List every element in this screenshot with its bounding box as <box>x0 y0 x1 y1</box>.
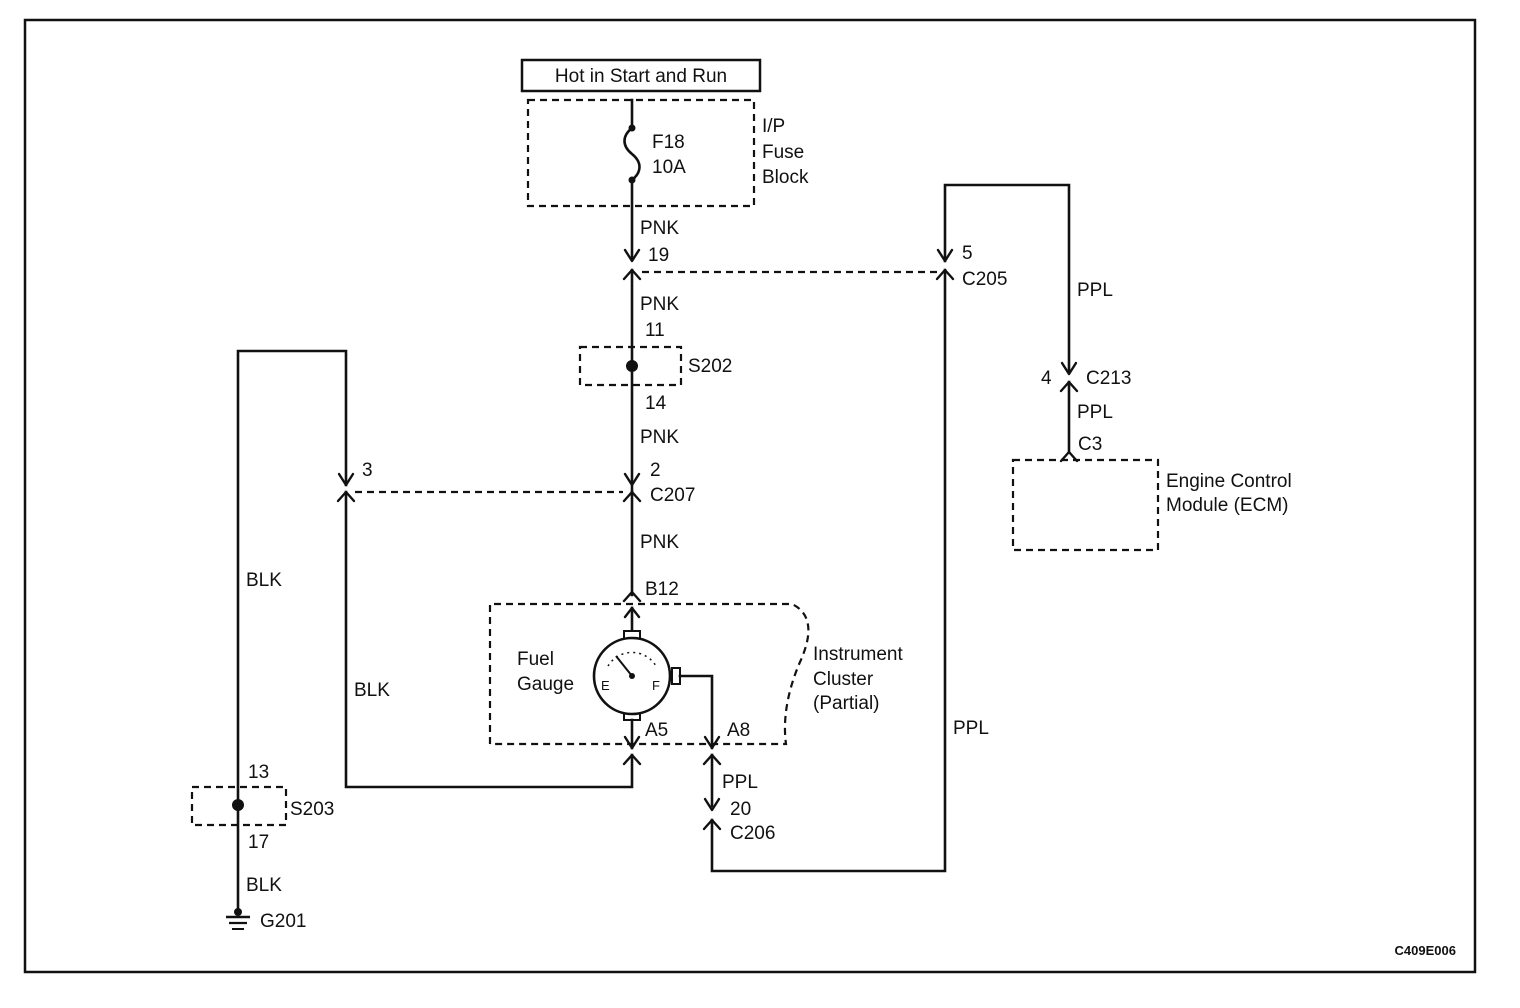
connector-c207-pin-right: 2 <box>650 460 661 481</box>
ground-id: G201 <box>260 911 306 932</box>
fuse-f18: F18 10A <box>623 98 686 184</box>
fuel-gauge: E F <box>592 630 681 721</box>
connector-c3 <box>1059 450 1079 463</box>
fuse-id: F18 <box>652 132 685 153</box>
connector-c206-pin: 20 <box>730 799 751 820</box>
connector-c207-id: C207 <box>650 485 695 506</box>
connector-c213-id: C213 <box>1086 368 1131 389</box>
connector-c207-male-right <box>623 472 641 487</box>
power-source-box <box>520 58 762 93</box>
ecm-outline <box>1011 458 1160 552</box>
fuse-rating: 10A <box>652 157 686 178</box>
wire-color-ppl-2: PPL <box>953 718 989 739</box>
pin-19: 19 <box>648 245 669 266</box>
wire-color-pnk-3: PNK <box>640 427 679 448</box>
wire-color-ppl-1: PPL <box>722 772 758 793</box>
connector-a5-male <box>623 735 641 750</box>
svg-text:Cluster: Cluster <box>813 669 874 690</box>
splice-s202-dot <box>626 360 638 372</box>
splice-s203-pin-top: 13 <box>248 762 269 783</box>
blk-wire-a5-to-c207 <box>344 490 634 789</box>
svg-text:I/P: I/P <box>762 116 785 137</box>
cluster-pin-b12: B12 <box>645 579 679 600</box>
connector-c206-id: C206 <box>730 823 775 844</box>
ecm-name: Engine Control Module (ECM) <box>1166 471 1292 516</box>
connector-c206-male <box>703 797 721 812</box>
wire-color-pnk-4: PNK <box>640 532 679 553</box>
wire-color-blk-2: BLK <box>354 680 390 701</box>
svg-text:Gauge: Gauge <box>517 674 574 695</box>
svg-text:Instrument: Instrument <box>813 644 903 665</box>
wire-color-blk-3: BLK <box>246 875 282 896</box>
ppl-wire-c206-to-c205 <box>710 268 947 873</box>
splice-s202-pin-bottom: 14 <box>645 393 667 414</box>
splice-s202-id: S202 <box>688 356 732 377</box>
svg-text:Module (ECM): Module (ECM) <box>1166 495 1288 516</box>
splice-s203-id: S203 <box>290 799 334 820</box>
fuel-gauge-name: Fuel Gauge <box>517 649 574 695</box>
wire-color-ppl-4: PPL <box>1077 402 1113 423</box>
ground-symbol <box>226 908 250 930</box>
connector-c207-pin-left: 3 <box>362 460 373 481</box>
gauge-empty-mark: E <box>601 678 610 693</box>
connector-b12 <box>622 590 642 603</box>
diagram-frame <box>23 18 1477 974</box>
connector-a8-male <box>703 735 721 750</box>
gauge-full-mark: F <box>652 678 660 693</box>
splice-s203-pin-bottom: 17 <box>248 832 269 853</box>
svg-text:(Partial): (Partial) <box>813 693 880 714</box>
blk-wire-c207-to-s203 <box>236 349 348 804</box>
svg-text:Block: Block <box>762 167 809 188</box>
svg-text:Engine Control: Engine Control <box>1166 471 1292 492</box>
fuse-block-outline <box>526 98 756 208</box>
figure-code: C409E006 <box>1395 943 1456 958</box>
wire-color-ppl-3: PPL <box>1077 280 1113 301</box>
fuse-block-name: I/P Fuse Block <box>762 116 809 188</box>
connector-c213-male <box>1060 361 1078 376</box>
cluster-pin-a5: A5 <box>645 720 668 741</box>
svg-text:Fuse: Fuse <box>762 142 804 163</box>
splice-s203-outline <box>190 785 288 827</box>
ppl-wire-c205-to-c213 <box>943 183 1071 375</box>
cluster-pin-a8: A8 <box>727 720 750 741</box>
power-source-label: Hot in Start and Run <box>555 66 727 87</box>
wire-color-pnk-1: PNK <box>640 218 679 239</box>
instrument-cluster-name: Instrument Cluster (Partial) <box>813 644 903 714</box>
splice-s202-outline <box>578 345 683 387</box>
svg-text:Fuel: Fuel <box>517 649 554 670</box>
splice-s202-pin-top: 11 <box>645 320 665 341</box>
wire-color-pnk-2: PNK <box>640 294 679 315</box>
wire-color-blk-1: BLK <box>246 570 282 591</box>
connector-c205-id: C205 <box>962 269 1007 290</box>
connector-c205-male-left <box>623 248 641 263</box>
connector-c205-pin: 5 <box>962 243 973 264</box>
connector-c213-pin: 4 <box>1041 368 1052 389</box>
connector-c3-id: C3 <box>1078 434 1102 455</box>
instrument-cluster-outline <box>488 602 810 746</box>
